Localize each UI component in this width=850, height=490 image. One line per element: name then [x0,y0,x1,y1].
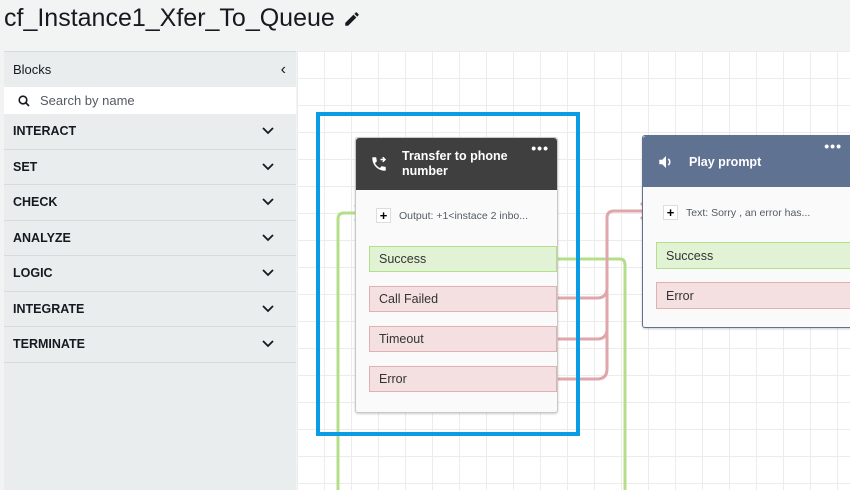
branch-label: Success [666,248,714,263]
pencil-icon[interactable] [343,10,361,28]
block-transfer-to-phone[interactable]: Transfer to phone number ••• + Output: +… [355,137,558,413]
category-terminate[interactable]: TERMINATE [4,327,296,363]
flow-title: cf_Instance1_Xfer_To_Queue [4,4,361,33]
plus-icon[interactable]: + [663,205,678,220]
branch-error[interactable]: Error [656,282,850,309]
branch-success[interactable]: Success [369,246,557,272]
search-icon [18,94,30,107]
branch-call-failed[interactable]: Call Failed [369,286,557,312]
blocks-sidebar: Blocks ‹ Search by name INTERACT SET CHECK… [4,51,296,490]
chevron-down-icon [262,269,274,277]
category-label: ANALYZE [13,230,71,245]
block-header: Play prompt ••• [643,136,850,187]
connectors [336,201,652,490]
sidebar-header: Blocks ‹ [4,52,296,87]
category-label: LOGIC [13,266,53,281]
speaker-icon [659,155,671,168]
branch-error[interactable]: Error [369,366,557,392]
category-analyze[interactable]: ANALYZE [4,221,296,256]
branch-success[interactable]: Success [656,242,850,269]
connector-timeout [557,291,609,341]
chevron-down-icon [262,127,274,135]
category-label: INTERACT [13,124,77,139]
category-interact[interactable]: INTERACT [4,114,296,150]
plus-icon[interactable]: + [376,208,391,223]
chevron-down-icon [262,234,274,242]
branch-label: Call Failed [379,292,439,306]
chevron-down-icon [262,305,274,313]
category-logic[interactable]: LOGIC [4,256,296,292]
block-title: Transfer to phone number [402,149,508,178]
block-input-text: Output: +1<instace 2 inbo... [399,209,529,222]
category-label: SET [13,159,38,174]
chevron-down-icon [262,340,274,348]
search-placeholder: Search by name [40,93,135,108]
flow-canvas[interactable]: Transfer to phone number ••• + Output: +… [297,51,850,490]
category-set[interactable]: SET [4,150,296,185]
category-integrate[interactable]: INTEGRATE [4,292,296,327]
connector-error [557,331,609,381]
chevron-down-icon [262,198,274,206]
block-play-prompt[interactable]: Play prompt ••• + Text: Sorry , an error… [642,135,850,328]
search-input[interactable]: Search by name [4,87,296,114]
branch-label: Error [379,372,407,386]
category-label: INTEGRATE [13,301,85,316]
block-title: Play prompt [689,154,762,169]
block-input-text: Text: Sorry , an error has... [686,206,811,219]
more-options-icon[interactable]: ••• [531,140,549,156]
branch-timeout[interactable]: Timeout [369,326,557,352]
category-label: TERMINATE [13,337,85,352]
more-options-icon[interactable]: ••• [824,138,842,154]
branch-label: Success [379,252,427,266]
block-input: + Output: +1<instace 2 inbo... [376,208,528,223]
connector-success [557,257,627,490]
sidebar-title: Blocks [13,62,52,77]
category-check[interactable]: CHECK [4,185,296,221]
collapse-chevron-icon[interactable]: ‹ [280,60,286,78]
branch-label: Error [666,288,694,303]
chevron-down-icon [262,163,274,171]
flow-title-text: cf_Instance1_Xfer_To_Queue [4,4,335,32]
block-header: Transfer to phone number ••• [356,138,557,190]
connector-entry [336,211,363,490]
phone-transfer-icon [372,156,387,171]
selection-box [316,112,580,436]
branch-label: Timeout [379,332,424,346]
category-label: CHECK [13,195,58,210]
connector-call-failed [557,209,649,300]
block-input: + Text: Sorry , an error has... [663,205,810,220]
